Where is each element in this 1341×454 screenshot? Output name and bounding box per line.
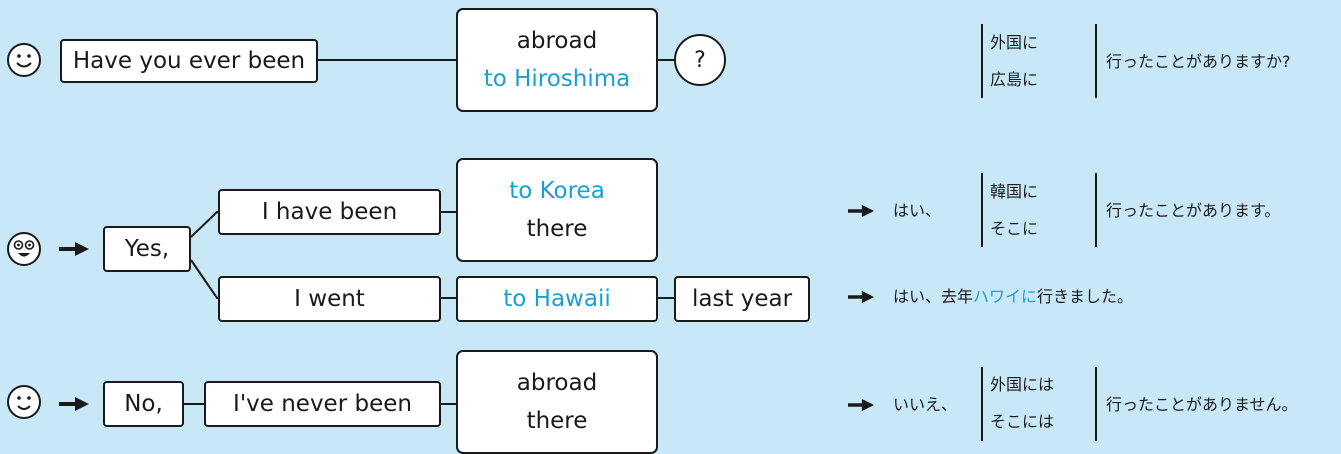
question-place-hiroshima: to Hiroshima	[483, 66, 631, 92]
jp-option-abroad: 外国に	[990, 33, 1039, 52]
korea-place-box: to Korea there	[456, 158, 658, 262]
question-place-abroad: abroad	[516, 28, 598, 54]
have-been-text: I have been	[261, 198, 398, 225]
jp-divider-right-1	[1095, 24, 1097, 98]
place-there-yes: there	[526, 216, 588, 242]
jp-yes-tail: 行ったことがあります。	[1106, 201, 1281, 220]
never-been-text: I've never been	[233, 390, 412, 417]
place-korea: to Korea	[509, 178, 605, 204]
place-there-no: there	[526, 408, 588, 434]
jp-went-tail: 行きました。	[1037, 287, 1134, 306]
jp-divider-right-3	[1095, 367, 1097, 441]
yes-text: Yes,	[124, 235, 170, 262]
jp-option-there-no: そこには	[990, 412, 1055, 431]
question-subject-text: Have you ever been	[72, 47, 306, 74]
place-abroad-no: abroad	[516, 370, 598, 396]
arrow-right-icon	[59, 397, 89, 411]
jp-went-hawaii: ハワイに	[973, 287, 1038, 306]
never-been-box: I've never been	[204, 381, 441, 427]
jp-option-there-yes: そこに	[990, 219, 1039, 238]
neutral-face-icon	[7, 385, 41, 419]
have-been-box: I have been	[218, 189, 441, 235]
excited-face-icon	[7, 232, 41, 266]
jp-divider-left-3	[981, 367, 983, 441]
jp-option-korea: 韓国に	[990, 182, 1039, 201]
question-mark-circle: ?	[674, 34, 726, 86]
no-box: No,	[103, 381, 184, 427]
went-box: I went	[218, 276, 441, 322]
jp-no-tail: 行ったことがありません。	[1106, 395, 1298, 414]
arrow-right-icon	[848, 398, 874, 412]
went-text: I went	[294, 285, 365, 312]
question-place-box: abroad to Hiroshima	[456, 8, 658, 112]
jp-option-hiroshima: 広島に	[990, 70, 1039, 89]
question-mark-text: ?	[694, 47, 706, 73]
place-hawaii: to Hawaii	[503, 285, 611, 312]
arrow-right-icon	[848, 204, 874, 218]
question-subject-box: Have you ever been	[60, 39, 318, 83]
jp-went-sentence: はい、去年ハワイに行きました。	[893, 287, 1133, 307]
last-year-text: last year	[691, 285, 793, 312]
arrow-right-icon	[848, 290, 874, 304]
jp-divider-left-2	[981, 173, 983, 247]
jp-divider-right-2	[1095, 173, 1097, 247]
jp-yes-lead: はい、	[893, 201, 942, 220]
arrow-right-icon	[59, 242, 89, 256]
jp-divider-left-1	[981, 24, 983, 98]
jp-went-lead: はい、去年	[893, 287, 974, 306]
hawaii-box: to Hawaii	[456, 276, 658, 322]
last-year-box: last year	[674, 276, 810, 322]
no-text: No,	[124, 390, 163, 417]
yes-box: Yes,	[103, 226, 191, 272]
never-place-box: abroad there	[456, 350, 658, 454]
jp-question-tail: 行ったことがありますか?	[1106, 52, 1291, 71]
smile-face-icon	[7, 43, 41, 77]
jp-option-abroad-no: 外国には	[990, 375, 1055, 394]
jp-no-lead: いいえ、	[893, 395, 958, 414]
